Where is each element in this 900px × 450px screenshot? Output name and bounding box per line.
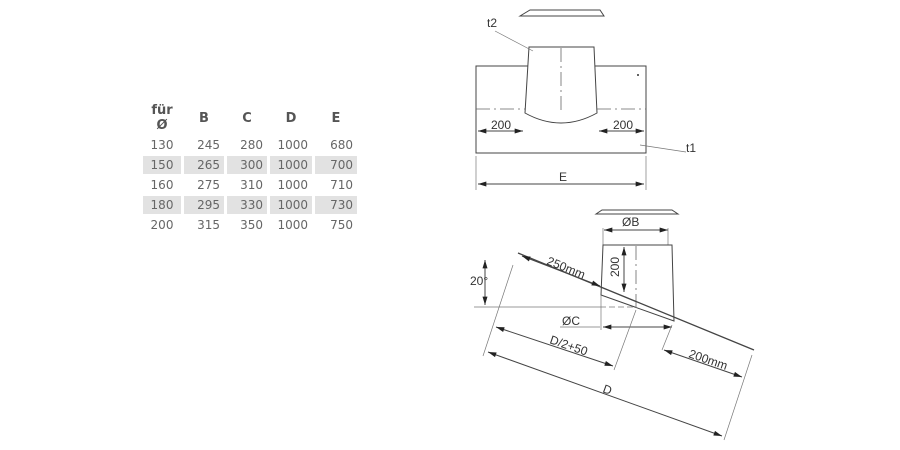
diameter-c-label: ØC xyxy=(562,314,580,328)
cell: 310 xyxy=(240,178,263,192)
header-c: C xyxy=(242,110,252,126)
rain-cap xyxy=(594,209,680,215)
right-200-label: 200 xyxy=(613,118,633,132)
cell: 1000 xyxy=(277,178,308,192)
header-d: D xyxy=(285,110,297,126)
cell: 275 xyxy=(197,178,220,192)
cell: 200 xyxy=(150,218,174,232)
cell: 315 xyxy=(197,218,220,232)
t1-label: t1 xyxy=(686,141,696,155)
e-dimension-label: E xyxy=(559,170,567,184)
cell: 265 xyxy=(184,156,224,174)
cell: 330 xyxy=(227,196,267,214)
cell: 350 xyxy=(240,218,263,232)
cell: 1000 xyxy=(270,156,312,174)
cell: 1000 xyxy=(277,138,308,152)
cell: 245 xyxy=(197,138,220,152)
d-half-plus-50-label: D/2+50 xyxy=(548,333,590,359)
cell: 750 xyxy=(330,218,353,232)
cell: 150 xyxy=(143,156,181,174)
cell: 1000 xyxy=(277,218,308,232)
rain-cap xyxy=(518,9,605,17)
table-row: 200 315 350 1000 750 xyxy=(143,216,357,234)
table-row: 130 245 280 1000 680 xyxy=(143,136,357,154)
side-view: ØB 200 250mm 20° ØC D/2+50 D 200mm xyxy=(470,209,755,441)
cell: 130 xyxy=(150,138,174,152)
d-dimension-label: D xyxy=(601,382,614,398)
cell: 680 xyxy=(330,138,353,152)
angle-20-label: 20° xyxy=(470,274,488,288)
cell: 160 xyxy=(150,178,174,192)
left-200-label: 200 xyxy=(491,118,511,132)
200mm-label: 200mm xyxy=(687,347,729,373)
cell: 180 xyxy=(143,196,181,214)
cone xyxy=(600,244,675,322)
header-e: E xyxy=(331,110,341,126)
cell: 710 xyxy=(330,178,353,192)
cell: 295 xyxy=(184,196,224,214)
table-header-row: für Ø B C D E xyxy=(143,102,357,134)
height-200-label: 200 xyxy=(608,257,622,277)
cell: 1000 xyxy=(270,196,312,214)
t2-label: t2 xyxy=(487,16,497,30)
table-row: 160 275 310 1000 710 xyxy=(143,176,357,194)
cell: 280 xyxy=(240,138,263,152)
diameter-b-label: ØB xyxy=(622,215,639,229)
cell: 700 xyxy=(315,156,357,174)
cell: 730 xyxy=(315,196,357,214)
top-view: 200 200 t2 t1 E xyxy=(475,9,696,190)
header-diameter: für Ø xyxy=(151,103,173,133)
250mm-label: 250mm xyxy=(545,254,587,282)
header-b: B xyxy=(199,110,209,126)
cell: 300 xyxy=(227,156,267,174)
